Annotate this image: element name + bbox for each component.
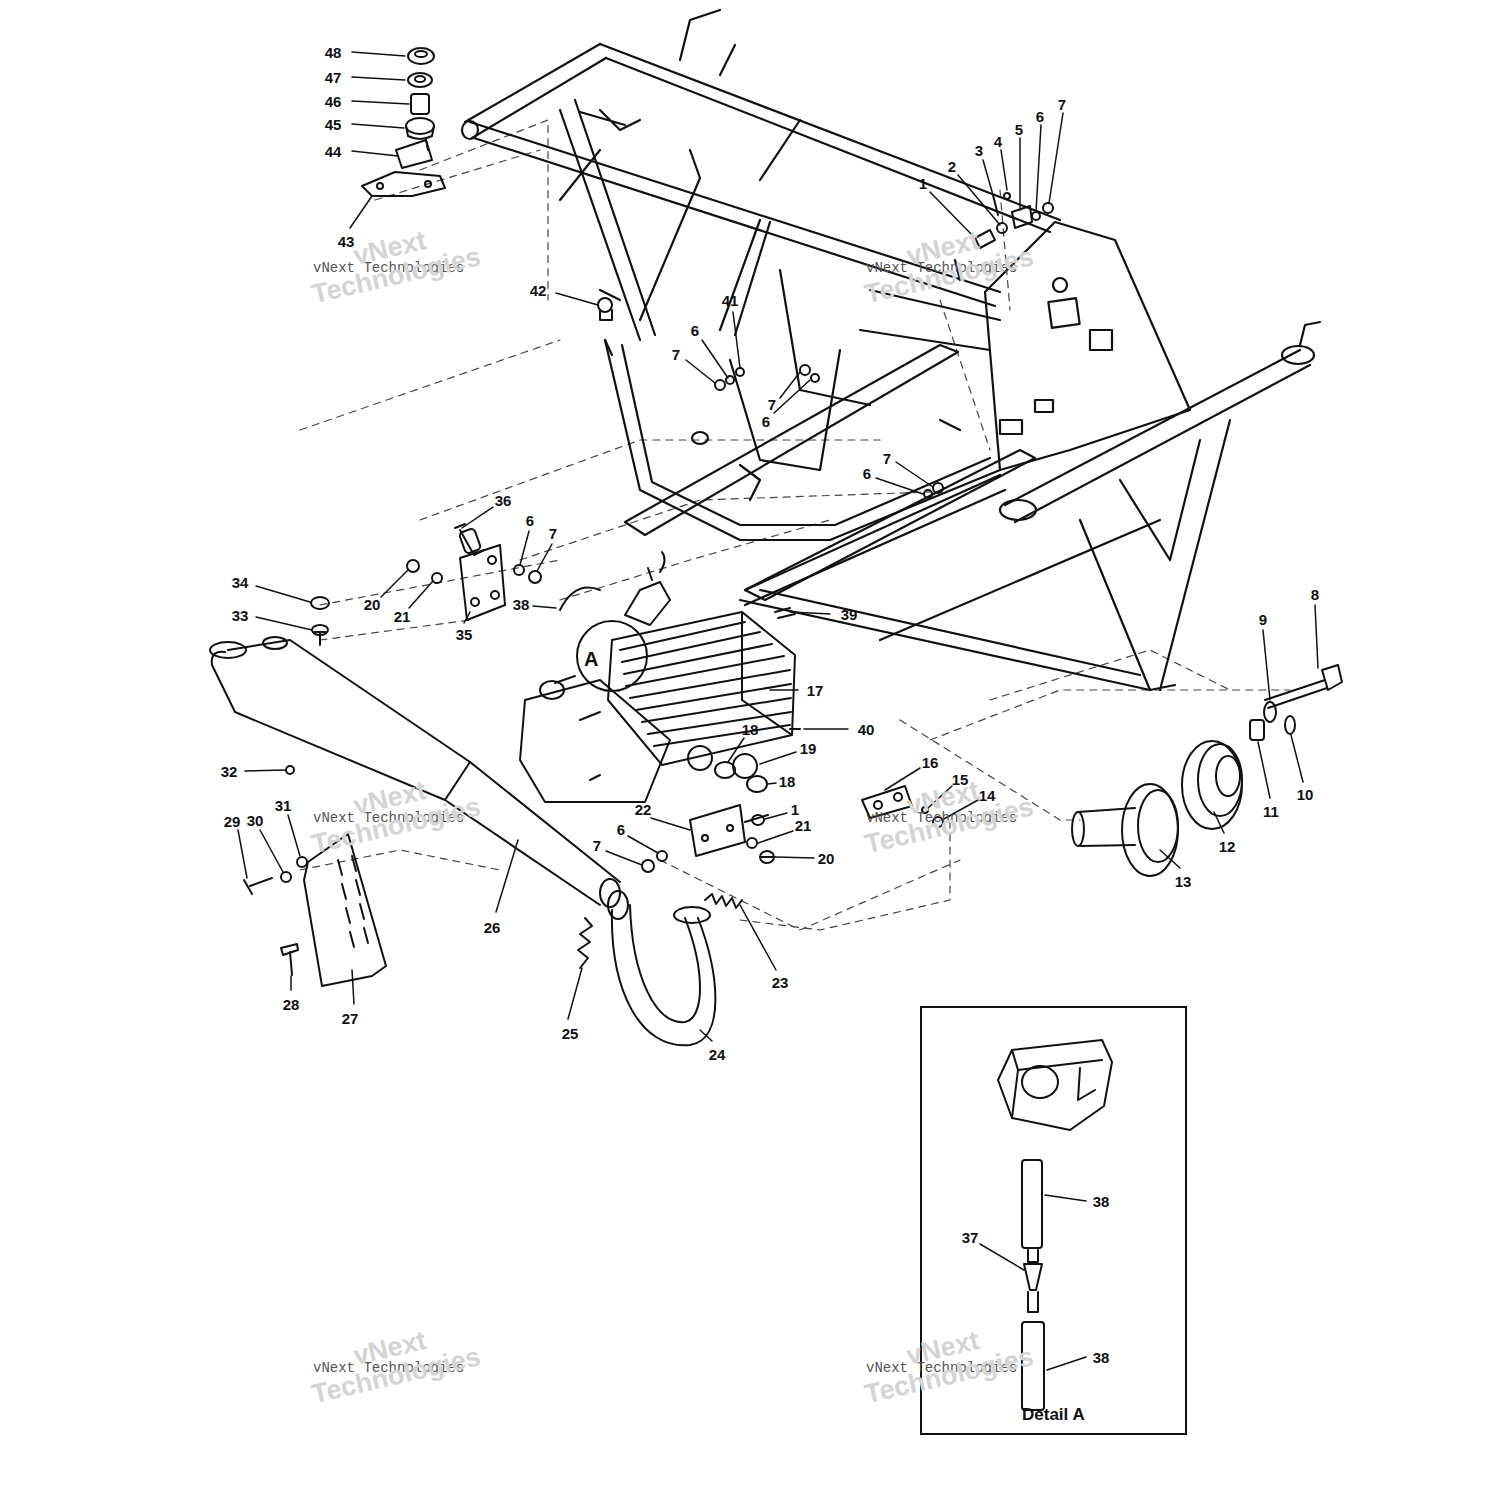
callout-number: 26 <box>484 920 501 935</box>
callout-number: 18 <box>779 774 796 789</box>
callout-number: 16 <box>922 755 939 770</box>
callout-number: 13 <box>1175 874 1192 889</box>
detail-marker-circle: A <box>576 620 648 692</box>
callout-number: 6 <box>617 822 625 837</box>
callout-number: 21 <box>394 609 411 624</box>
callout-number: 19 <box>800 741 817 756</box>
callout-number: 32 <box>221 764 238 779</box>
callout-number: 38 <box>1093 1194 1110 1209</box>
callout-number: 6 <box>526 513 534 528</box>
watermark-large: vNext Technologies <box>279 210 506 315</box>
callout-number: 17 <box>807 683 824 698</box>
callout-number: 29 <box>224 814 241 829</box>
watermark-large: vNext Technologies <box>279 1310 506 1415</box>
callout-number: 27 <box>342 1011 359 1026</box>
callout-number: 21 <box>795 818 812 833</box>
callout-number: 6 <box>762 414 770 429</box>
callout-number: 37 <box>962 1230 979 1245</box>
watermark-large: vNext Technologies <box>832 210 1059 315</box>
detail-title: Detail A <box>1022 1405 1085 1425</box>
callout-number: 23 <box>772 975 789 990</box>
callout-number: 34 <box>232 575 249 590</box>
callout-number: 5 <box>1015 122 1023 137</box>
detail-letter: A <box>584 648 598 671</box>
callout-number: 47 <box>325 70 342 85</box>
callout-number: 2 <box>948 159 956 174</box>
callout-number: 30 <box>247 813 264 828</box>
watermark-large: vNext Technologies <box>832 1310 1059 1415</box>
callout-number: 31 <box>275 798 292 813</box>
callout-number: 10 <box>1297 787 1314 802</box>
callout-number: 20 <box>818 851 835 866</box>
callout-number: 7 <box>883 451 891 466</box>
callout-number: 18 <box>742 722 759 737</box>
callout-number: 8 <box>1311 587 1319 602</box>
callout-number: 40 <box>858 722 875 737</box>
callout-number: 25 <box>562 1026 579 1041</box>
callout-number: 38 <box>1093 1350 1110 1365</box>
callout-number: 7 <box>672 347 680 362</box>
callout-number: 28 <box>283 997 300 1012</box>
callout-number: 20 <box>364 597 381 612</box>
callout-number: 3 <box>975 143 983 158</box>
callout-number: 33 <box>232 608 249 623</box>
callout-number: 24 <box>709 1047 726 1062</box>
callout-number: 6 <box>691 323 699 338</box>
callout-number: 44 <box>325 144 342 159</box>
callout-number: 36 <box>495 493 512 508</box>
callout-number: 35 <box>456 627 473 642</box>
callout-number: 41 <box>722 293 739 308</box>
callout-number: 6 <box>1036 109 1044 124</box>
callout-number: 11 <box>1263 804 1279 819</box>
callout-number: 1 <box>791 802 799 817</box>
callout-number: 22 <box>635 802 652 817</box>
callout-number: 6 <box>863 466 871 481</box>
callout-number: 9 <box>1259 612 1267 627</box>
callout-number: 7 <box>593 838 601 853</box>
callout-number: 12 <box>1219 839 1236 854</box>
watermark-large: vNext Technologies <box>279 760 506 865</box>
callout-number: 39 <box>841 607 858 622</box>
callout-number: 48 <box>325 45 342 60</box>
callout-number: 1 <box>919 176 927 191</box>
callout-number: 7 <box>1058 97 1066 112</box>
callout-number: 46 <box>325 94 342 109</box>
callout-number: 7 <box>549 526 557 541</box>
callout-number: 38 <box>513 597 530 612</box>
callout-number: 42 <box>530 283 547 298</box>
watermark-large: vNext Technologies <box>832 760 1059 865</box>
callout-number: 4 <box>994 134 1002 149</box>
callout-number: 45 <box>325 117 342 132</box>
callout-number: 7 <box>768 397 776 412</box>
